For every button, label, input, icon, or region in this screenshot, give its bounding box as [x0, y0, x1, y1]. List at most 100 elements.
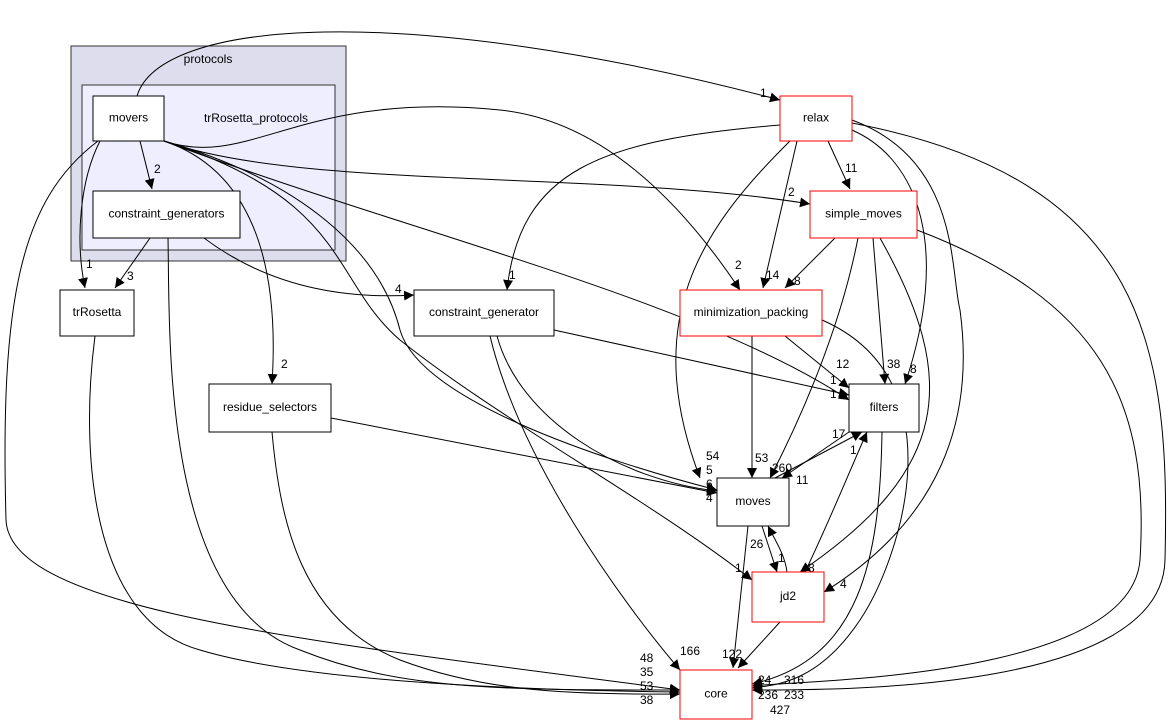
edge-count-label[interactable]: 3 — [127, 269, 134, 283]
edge-constraint_generators-to-trRosetta[interactable]: 3 — [114, 237, 151, 289]
edge-minimization_packing-to-core[interactable]: 316 — [751, 319, 909, 692]
edge-count-label[interactable]: 11 — [796, 473, 809, 487]
edge-count-label[interactable]: 1 — [509, 268, 516, 282]
edge-count-label[interactable]: 1 — [86, 257, 93, 271]
edge-count-label[interactable]: 38 — [887, 357, 901, 371]
edge-count-label[interactable]: 1 — [830, 373, 837, 387]
edge-relax-to-core[interactable]: 427 — [751, 122, 1167, 717]
edge-count-label[interactable]: 2 — [281, 357, 288, 371]
edge-simple_moves-to-filters[interactable]: 38 — [872, 237, 901, 385]
node-constraint_generators[interactable]: constraint_generators — [92, 190, 241, 239]
edge-count-label[interactable]: 48 — [640, 651, 654, 665]
edge-constraint_generator-to-core[interactable]: 166 — [489, 335, 700, 671]
node-residue_selectors[interactable]: residue_selectors — [208, 383, 332, 433]
edge-relax-to-jd2[interactable]: 4 — [823, 119, 964, 593]
edge-minimization_packing-to-moves[interactable]: 53 — [747, 336, 769, 478]
edge-count-label[interactable]: 4 — [395, 282, 402, 296]
edge-movers-to-core[interactable]: 48 — [4, 140, 681, 694]
node-label: movers — [109, 111, 148, 125]
node-minimization_packing[interactable]: minimization_packing — [679, 289, 823, 337]
edge-count-label[interactable]: 4 — [706, 491, 713, 505]
edge-count-label[interactable]: 236 — [758, 688, 778, 702]
edge-simple_moves-to-jd2[interactable]: 8 — [799, 237, 930, 575]
edge-count-label[interactable]: 4 — [840, 577, 847, 591]
edge-count-label[interactable]: 2 — [735, 258, 742, 272]
node-simple_moves[interactable]: simple_moves — [809, 190, 918, 239]
edge-trRosetta-to-core[interactable]: 53 — [89, 335, 681, 697]
edge-count-label[interactable]: 17 — [832, 427, 846, 441]
node-moves[interactable]: moves — [716, 477, 790, 527]
node-box — [92, 95, 165, 142]
edge-movers-to-jd2[interactable]: 1 — [163, 140, 753, 581]
edge-simple_moves-to-minimization_packing[interactable]: 8 — [784, 237, 836, 289]
edge-filters-to-moves[interactable]: 11 — [781, 431, 850, 487]
node-jd2[interactable]: jd2 — [751, 571, 825, 623]
node-trRosetta[interactable]: trRosetta — [59, 289, 135, 337]
edge-movers-to-constraint_generators[interactable]: 2 — [139, 140, 161, 190]
edge-count-label[interactable]: 1 — [760, 86, 767, 100]
edge-residue_selectors-to-core[interactable]: 38 — [271, 431, 681, 707]
edge-relax-to-simple_moves[interactable]: 11 — [827, 140, 858, 190]
node-constraint_generator[interactable]: constraint_generator — [413, 289, 555, 337]
node-label: moves — [735, 494, 770, 508]
node-box — [679, 669, 753, 720]
edge-count-label[interactable]: 12 — [836, 357, 850, 371]
edge-count-label[interactable]: 38 — [640, 693, 654, 707]
cluster-label: protocols — [184, 52, 233, 66]
edge-filters-to-core[interactable]: 236 — [751, 431, 883, 702]
edge-jd2-to-filters[interactable]: 1 — [804, 431, 868, 573]
edge-count-label[interactable]: 54 — [706, 449, 720, 463]
edge-count-label[interactable]: 6 — [706, 477, 713, 491]
edge-movers-to-trRosetta[interactable]: 1 — [78, 140, 101, 289]
edge-residue_selectors-to-moves[interactable]: 6 — [330, 417, 718, 497]
edge-count-label[interactable]: 26 — [750, 537, 764, 551]
node-label: filters — [870, 400, 899, 414]
edge-line — [203, 237, 415, 301]
edge-relax-to-moves[interactable]: 54 — [675, 140, 791, 479]
node-label: jd2 — [779, 589, 796, 603]
edge-relax-to-filters[interactable]: 8 — [851, 129, 927, 385]
edge-count-label[interactable]: 2 — [788, 185, 795, 199]
edge-count-label[interactable]: 2 — [154, 162, 161, 176]
edge-relax-to-constraint_generator[interactable]: 1 — [503, 124, 781, 291]
edge-minimization_packing-to-filters[interactable]: 12 — [784, 335, 850, 389]
edge-movers-to-minimization_packing[interactable]: 2 — [163, 106, 742, 291]
node-core[interactable]: core — [679, 669, 753, 720]
edge-count-label[interactable]: 1 — [850, 443, 857, 457]
edge-jd2-to-core[interactable]: 233 — [737, 621, 804, 702]
edge-constraint_generator-to-filters[interactable]: 1 — [553, 329, 850, 401]
edge-jd2-to-moves[interactable]: 1 — [767, 525, 788, 573]
edge-moves-to-core[interactable]: 122 — [722, 525, 749, 669]
edge-count-label[interactable]: 1 — [778, 551, 785, 565]
edge-count-label[interactable]: 53 — [755, 451, 769, 465]
edge-constraint_generators-to-constraint_generator[interactable]: 4 — [203, 237, 415, 301]
edge-count-label[interactable]: 316 — [784, 673, 804, 687]
edge-constraint_generator-to-moves[interactable]: 4 — [496, 335, 718, 505]
edge-movers-to-moves[interactable]: 5 — [163, 140, 718, 493]
edge-count-label[interactable]: 5 — [706, 463, 713, 477]
edge-movers-to-relax[interactable]: 1 — [136, 31, 781, 103]
edge-count-label[interactable]: 1 — [735, 561, 742, 575]
edge-count-label[interactable]: 8 — [794, 274, 801, 288]
node-relax[interactable]: relax — [779, 95, 853, 142]
edge-movers-to-residue_selectors[interactable]: 2 — [163, 140, 288, 385]
edge-count-label[interactable]: 35 — [640, 665, 654, 679]
edge-count-label[interactable]: 14 — [766, 268, 780, 282]
edge-count-label[interactable]: 166 — [680, 644, 700, 658]
edge-count-label[interactable]: 1 — [830, 387, 837, 401]
edge-movers-to-simple_moves[interactable]: 2 — [163, 140, 811, 208]
edge-relax-to-minimization_packing[interactable]: 14 — [760, 140, 798, 289]
edge-count-label[interactable]: 8 — [808, 561, 815, 575]
edge-moves-to-jd2[interactable]: 26 — [750, 525, 779, 573]
edge-count-label[interactable]: 122 — [722, 647, 742, 661]
edge-movers-to-filters[interactable]: 1 — [163, 140, 850, 401]
edge-line — [139, 140, 155, 190]
edge-count-label[interactable]: 11 — [845, 161, 858, 175]
edge-count-label[interactable]: 233 — [784, 688, 804, 702]
node-filters[interactable]: filters — [848, 383, 920, 433]
edge-count-label[interactable]: 24 — [758, 673, 772, 687]
edge-count-label[interactable]: 53 — [640, 679, 654, 693]
edge-count-label[interactable]: 8 — [910, 362, 917, 376]
node-movers[interactable]: movers — [92, 95, 165, 142]
edge-count-label[interactable]: 427 — [770, 703, 790, 717]
